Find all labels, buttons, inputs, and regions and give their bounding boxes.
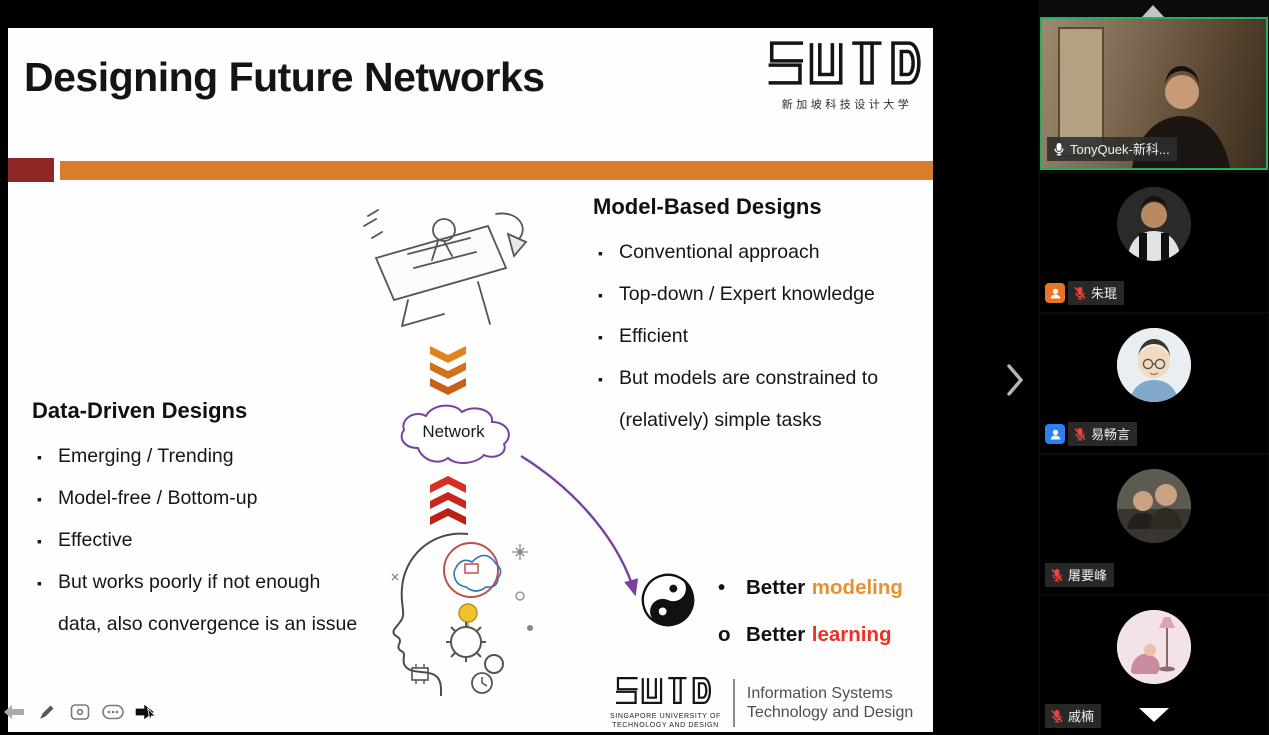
sutd-brand: 新加坡科技设计大学 <box>765 40 929 112</box>
slides-overview-icon <box>70 704 90 720</box>
participant-name: 屠要峰 <box>1068 568 1108 583</box>
bullet-item: Conventional approach <box>593 232 883 274</box>
ellipsis-icon <box>102 704 124 720</box>
participant-nametag: TonyQuek-新科... <box>1047 137 1177 161</box>
participant-name: 戚楠 <box>1068 709 1095 724</box>
mic-muted-icon <box>1051 567 1063 581</box>
participant-nametag: 戚楠 <box>1045 704 1102 728</box>
sutd-logo-icon <box>766 41 921 85</box>
bullet-item: Emerging / Trending <box>32 436 368 478</box>
avatar-soccer-player <box>1117 187 1191 261</box>
accent-bar-red <box>8 158 54 182</box>
slide-title: Designing Future Networks <box>24 54 545 100</box>
footer-dept-line1: Information Systems <box>746 685 893 703</box>
bullet-item: But models are constrained to (relativel… <box>593 358 883 442</box>
person-icon <box>1050 288 1060 298</box>
cloud-icon <box>400 404 510 464</box>
avatar <box>1117 610 1191 684</box>
scroll-up-arrow-icon[interactable] <box>1142 5 1164 17</box>
mic-on-icon <box>1054 141 1064 155</box>
model-based-section: Model-Based Designs Conventional approac… <box>593 194 883 442</box>
participant-nametag: 易畅言 <box>1068 422 1138 446</box>
model-based-heading: Model-Based Designs <box>593 194 822 219</box>
footer-univ-line2: TECHNOLOGY AND DESIGN <box>612 722 719 730</box>
network-label: Network <box>422 422 485 441</box>
pen-icon <box>40 705 54 719</box>
participant-tile[interactable]: 朱琨 <box>1040 173 1268 312</box>
bullet-item: Effective <box>32 520 368 562</box>
outcome-word: modeling <box>811 576 903 599</box>
participant-tile[interactable]: 易畅言 <box>1040 314 1268 453</box>
accent-bar-orange <box>60 161 933 180</box>
footer-univ-line1: SINGAPORE UNIVERSITY OF <box>610 713 721 720</box>
outcome-marker: • <box>718 576 726 599</box>
outcome-prefix: Better <box>746 623 806 646</box>
avatar-cartoon-man <box>1117 328 1191 402</box>
previous-slide-button[interactable] <box>2 701 26 723</box>
mic-muted-icon <box>1074 426 1086 440</box>
scroll-down-arrow-icon[interactable] <box>1139 708 1169 722</box>
flow-arrow-icon <box>520 454 639 597</box>
presentation-slide: Designing Future Networks 新加坡科技设计大学 Mode… <box>8 28 933 732</box>
data-driven-section: Data-Driven Designs Emerging / Trending … <box>32 398 368 646</box>
participant-role-badge <box>1045 283 1065 303</box>
chevron-right-icon <box>1007 364 1024 396</box>
drafting-table-illustration <box>363 209 528 327</box>
panel-collapse-chevron[interactable] <box>1004 362 1026 403</box>
bullet-item: Top-down / Expert knowledge <box>593 274 883 316</box>
participant-nametag: 朱琨 <box>1068 281 1125 305</box>
sutd-brand-cn-text: 新加坡科技设计大学 <box>781 99 913 111</box>
next-slide-button[interactable] <box>134 701 158 723</box>
chevrons-down-icon <box>430 346 466 395</box>
participant-tile[interactable]: 屠要峰 <box>1040 455 1268 594</box>
participant-name: 朱琨 <box>1091 286 1118 301</box>
chevrons-up-icon <box>430 476 466 525</box>
footer-divider <box>732 679 735 728</box>
mic-muted-icon <box>1051 708 1063 722</box>
back-arrow-icon <box>4 705 24 719</box>
participant-video-tile[interactable]: TonyQuek-新科... <box>1040 17 1268 170</box>
forward-arrow-cursor-icon <box>135 704 157 721</box>
footer-logo-block: SINGAPORE UNIVERSITY OF TECHNOLOGY AND D… <box>610 676 721 731</box>
avatar <box>1117 328 1191 402</box>
sutd-logo-small-icon <box>615 676 712 705</box>
slide-footer: SINGAPORE UNIVERSITY OF TECHNOLOGY AND D… <box>610 676 913 731</box>
brain-head-illustration <box>391 532 533 697</box>
outcome-prefix: Better <box>746 576 806 599</box>
mic-muted-icon <box>1074 285 1086 299</box>
data-driven-heading: Data-Driven Designs <box>32 398 248 423</box>
person-icon <box>1050 429 1060 439</box>
outcome-marker: o <box>718 623 731 646</box>
footer-dept-line2: Technology and Design <box>746 704 914 722</box>
data-driven-list: Emerging / Trending Model-free / Bottom-… <box>32 436 368 646</box>
network-cloud: Network <box>386 400 521 473</box>
avatar <box>1117 187 1191 261</box>
participant-nametag: 屠要峰 <box>1045 563 1115 587</box>
avatar-pink-illustration <box>1117 610 1191 684</box>
bullet-item: But works poorly if not enough data, als… <box>32 562 368 646</box>
bullet-item: Efficient <box>593 316 883 358</box>
more-options-button[interactable] <box>101 701 125 723</box>
presenter-controls <box>2 701 158 723</box>
model-based-list: Conventional approach Top-down / Expert … <box>593 232 883 442</box>
avatar-two-people <box>1117 469 1191 543</box>
avatar <box>1117 469 1191 543</box>
participant-name: 易畅言 <box>1091 427 1131 442</box>
bullet-item: Model-free / Bottom-up <box>32 478 368 520</box>
participant-role-badge <box>1045 424 1065 444</box>
yin-yang-icon <box>641 573 695 627</box>
see-all-slides-button[interactable] <box>68 701 92 723</box>
pen-tool-button[interactable] <box>35 701 59 723</box>
outcome-word: learning <box>811 623 892 646</box>
participant-name: TonyQuek-新科... <box>1070 142 1170 157</box>
